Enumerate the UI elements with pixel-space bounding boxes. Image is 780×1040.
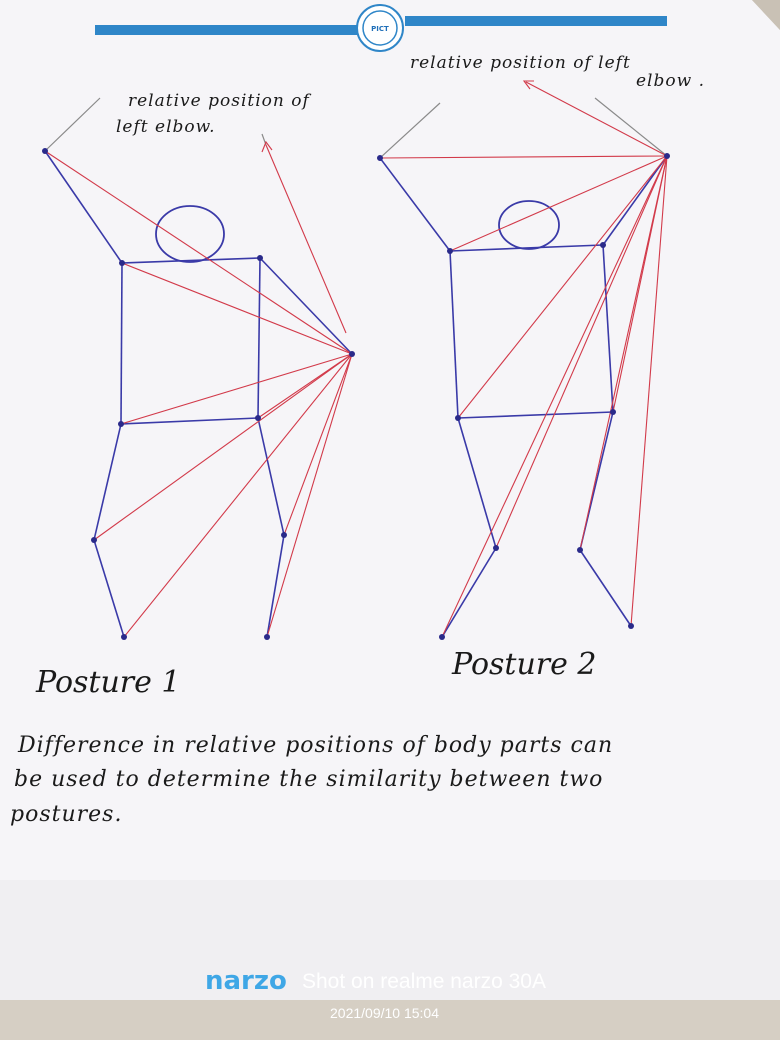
header-stripe-left	[95, 25, 357, 35]
joints-posture-2	[377, 153, 670, 640]
caption-posture-2: Posture 2	[451, 647, 597, 682]
body-text-line-1: Difference in relative positions of body…	[17, 733, 613, 758]
letterhead: PICT	[95, 4, 667, 52]
posture-1-diagram	[42, 97, 355, 640]
relation-lines-posture-2	[379, 80, 668, 638]
annotation-left-line-1: relative position of	[128, 91, 311, 111]
header-stripe-right	[405, 16, 667, 26]
skeleton-posture-1	[44, 150, 353, 638]
joints-posture-1	[42, 148, 355, 640]
camera-watermark: narzo Shot on realme narzo 30A 2021/09/1…	[205, 966, 546, 1021]
relation-lines-posture-1	[44, 140, 353, 638]
caption-posture-1: Posture 1	[35, 665, 181, 700]
logo-text: PICT	[371, 25, 389, 33]
head-circle	[498, 200, 560, 250]
posture-2-diagram	[377, 80, 670, 640]
annotation-right-line-1: relative position of left	[410, 53, 631, 73]
watermark-text: Shot on realme narzo 30A	[302, 970, 546, 993]
pict-logo: PICT	[356, 4, 404, 52]
body-text-line-2: be used to determine the similarity betw…	[14, 767, 603, 792]
annotation-right-line-2: elbow .	[636, 71, 705, 91]
annotation-left-line-2: left elbow.	[116, 117, 216, 137]
head-circle	[155, 205, 225, 263]
table-surface	[0, 1000, 780, 1040]
watermark-date: 2021/09/10 15:04	[330, 1005, 439, 1021]
body-text-line-3: postures.	[10, 802, 122, 827]
watermark-brand: narzo	[205, 966, 287, 996]
skeleton-posture-2	[379, 155, 668, 638]
